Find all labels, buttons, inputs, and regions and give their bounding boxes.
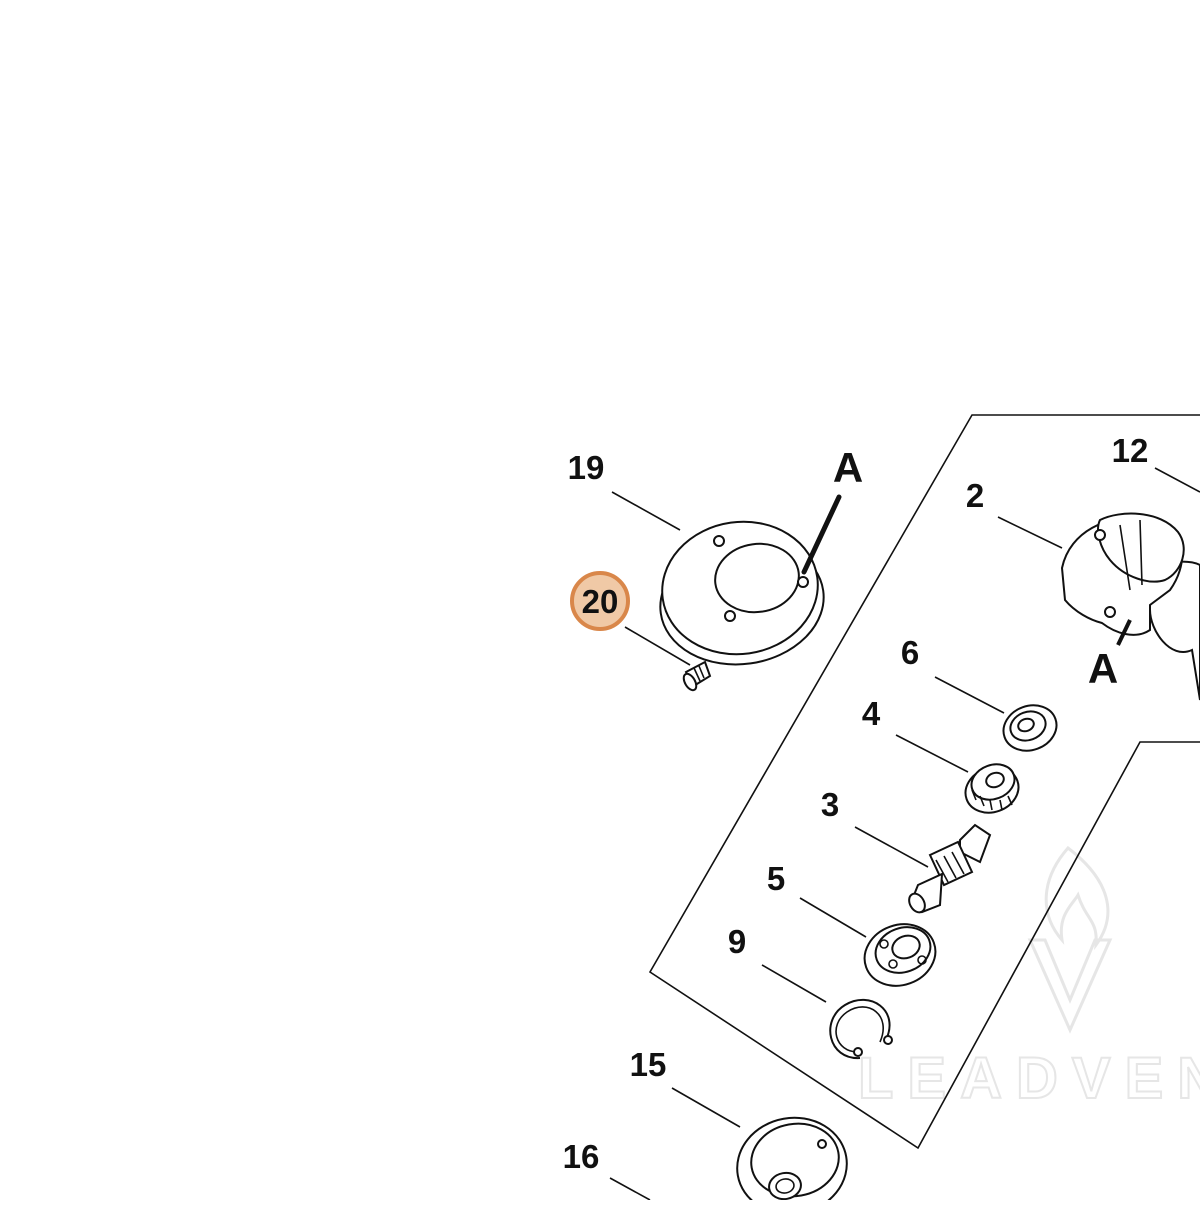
callout-15-label[interactable]: 15 [630,1046,667,1083]
reference-a-bottom-label: A [1088,645,1118,692]
callout-20-badge [570,571,630,631]
flame-v-logo-icon [1027,845,1113,1034]
callout-20-label: 20 [582,583,619,620]
callout-4-label[interactable]: 4 [862,695,881,732]
callout-12-label[interactable]: 12 [1112,432,1149,469]
part-19-flange [659,520,825,666]
part-4-bevel-gear [964,763,1020,814]
part-20-screw [682,660,712,692]
reference-a-top-label: A [833,444,863,491]
callout-9-label[interactable]: 9 [728,923,746,960]
gearbox-frame-outline [648,414,1200,1150]
callout-20-highlight[interactable]: 20 [570,571,630,631]
part-2-gear-housing [1060,512,1200,701]
callout-6-label[interactable]: 6 [901,634,919,671]
callout-16-label[interactable]: 16 [563,1138,600,1175]
callout-labels: 19 12 2 A A 6 4 3 5 9 15 16 [563,432,1149,1175]
part-5-bearing [863,923,937,987]
part-9-circlip [829,999,893,1060]
leader-lines [609,467,1200,1201]
callout-19-label[interactable]: 19 [568,449,605,486]
watermark-text: LEADVENTU [858,1046,1200,1111]
callout-3-label[interactable]: 3 [821,786,839,823]
callout-2-label[interactable]: 2 [966,477,984,514]
watermark: LEADVENTU [857,845,1200,1112]
part-3-pinion-shaft [908,823,992,914]
part-15-cup [736,1116,848,1205]
callout-5-label[interactable]: 5 [767,860,785,897]
part-6-bearing [1002,704,1058,752]
